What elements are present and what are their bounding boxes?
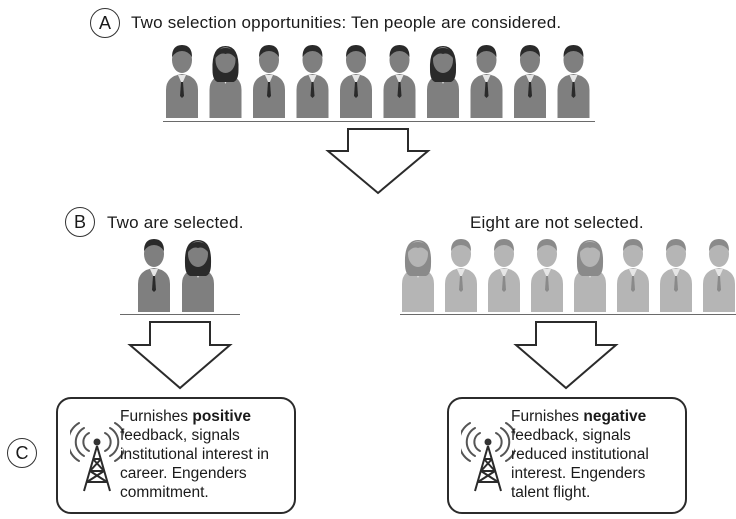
- person-figure: [531, 239, 563, 312]
- person-figure: [660, 239, 692, 312]
- positive-suffix: feedback, signals institutional interest…: [120, 427, 270, 501]
- heading-considered: Two selection opportunities: Ten people …: [131, 13, 562, 32]
- negative-suffix: feedback, signals reduced institutional …: [511, 427, 649, 501]
- heading-not-selected: Eight are not selected.: [470, 213, 644, 232]
- person-figure: [703, 239, 735, 312]
- person-figure: [166, 45, 198, 118]
- marker-a: A: [90, 8, 120, 38]
- person-figure: [296, 45, 329, 118]
- person-figure-long-hair: [182, 240, 214, 312]
- divider-not-selected: [400, 314, 736, 315]
- heading-selected: Two are selected.: [107, 213, 244, 232]
- negative-feedback-text: Furnishes negative feedback, signals red…: [511, 407, 683, 502]
- negative-emphasis: negative: [583, 408, 647, 425]
- person-figure-long-hair: [402, 240, 434, 312]
- broadcast-tower-icon: [461, 422, 515, 492]
- person-figure: [445, 239, 477, 312]
- negative-prefix: Furnishes: [511, 408, 584, 425]
- negative-feedback-box: Furnishes negative feedback, signals red…: [447, 397, 687, 514]
- person-figure: [557, 45, 590, 118]
- broadcast-tower-icon: [70, 422, 124, 492]
- considered-people-row: [166, 45, 590, 118]
- positive-feedback-text: Furnishes positive feedback, signals ins…: [120, 407, 292, 502]
- person-figure: [340, 45, 372, 118]
- person-figure: [514, 45, 546, 118]
- down-arrow-selected: [127, 321, 233, 390]
- marker-b: B: [65, 207, 95, 237]
- not-selected-people-row: [402, 239, 735, 312]
- selected-people-row: [138, 239, 214, 312]
- person-figure: [488, 239, 520, 312]
- person-figure: [470, 45, 503, 118]
- down-arrow-main: [325, 128, 431, 195]
- person-figure-long-hair: [209, 46, 242, 118]
- divider-selected: [120, 314, 240, 315]
- down-arrow-not-selected: [513, 321, 619, 390]
- positive-feedback-box: Furnishes positive feedback, signals ins…: [56, 397, 296, 514]
- positive-emphasis: positive: [192, 408, 251, 425]
- marker-c: C: [7, 438, 37, 468]
- divider-considered: [163, 121, 595, 122]
- person-figure: [138, 239, 170, 312]
- person-figure-long-hair: [574, 240, 606, 312]
- person-figure: [617, 239, 649, 312]
- person-figure: [253, 45, 285, 118]
- person-figure: [383, 45, 416, 118]
- person-figure-long-hair: [427, 46, 459, 118]
- positive-prefix: Furnishes: [120, 408, 193, 425]
